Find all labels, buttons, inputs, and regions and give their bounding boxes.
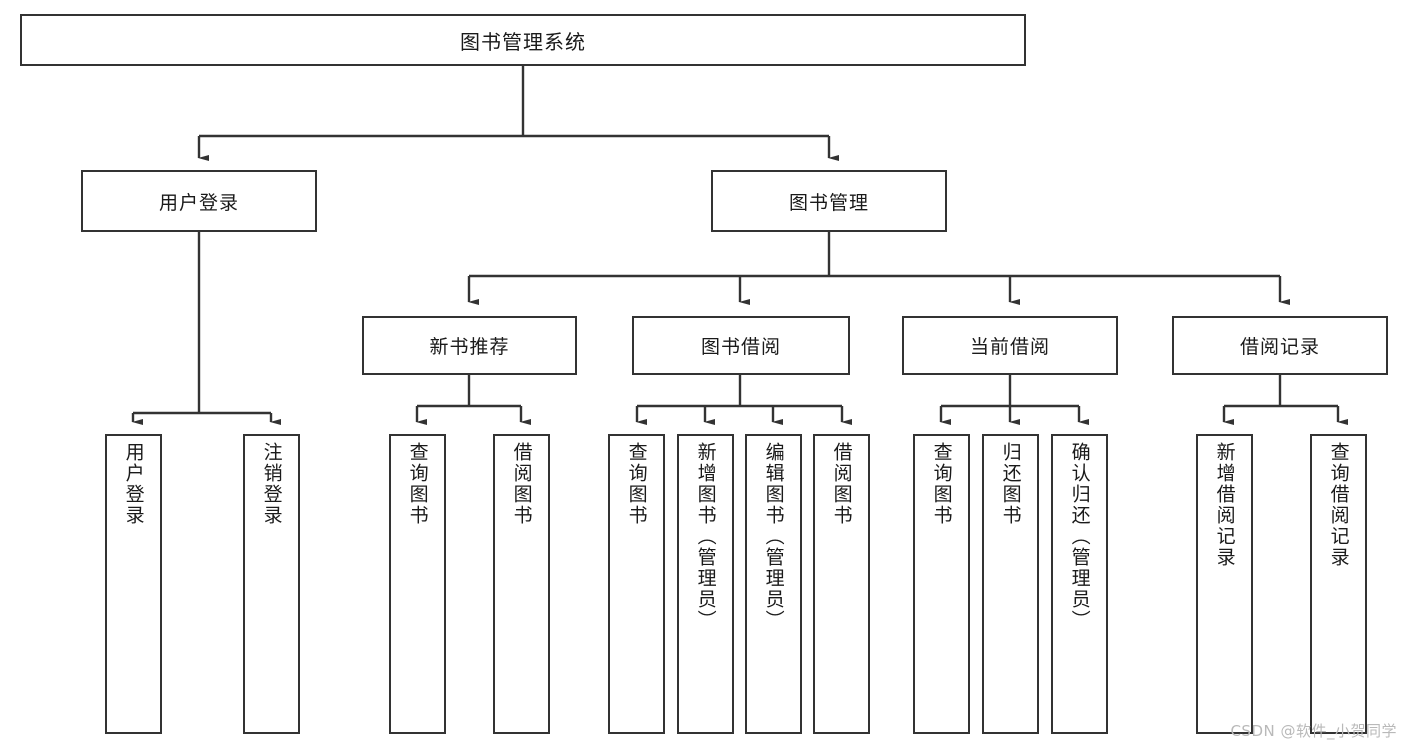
leaf-borrow-borrow-book[interactable]: 借阅图书 [813, 434, 870, 734]
node-user-login[interactable]: 用户登录 [81, 170, 317, 232]
node-label: 编辑图书（管理员） [762, 442, 785, 631]
leaf-record-add-borrow-record[interactable]: 新增借阅记录 [1196, 434, 1253, 734]
leaf-recommend-query-book[interactable]: 查询图书 [389, 434, 446, 734]
leaf-current-return-book[interactable]: 归还图书 [982, 434, 1039, 734]
node-label: 查询借阅记录 [1327, 442, 1350, 568]
node-label: 新书推荐 [429, 336, 510, 358]
node-label: 用户登录 [122, 442, 145, 526]
leaf-user-login[interactable]: 用户登录 [105, 434, 162, 734]
node-label: 用户登录 [158, 191, 239, 214]
node-current-borrow[interactable]: 当前借阅 [902, 316, 1118, 375]
node-label: 归还图书 [999, 442, 1022, 526]
node-label: 新增借阅记录 [1213, 442, 1236, 568]
node-label: 确认归还（管理员） [1068, 442, 1091, 631]
node-label: 查询图书 [930, 442, 953, 526]
node-label: 当前借阅 [969, 336, 1050, 358]
leaf-borrow-edit-book-admin[interactable]: 编辑图书（管理员） [745, 434, 802, 734]
node-label: 借阅图书 [510, 442, 533, 526]
node-label: 查询图书 [406, 442, 429, 526]
node-label: 借阅图书 [830, 442, 853, 526]
node-label: 查询图书 [625, 442, 648, 526]
leaf-recommend-borrow-book[interactable]: 借阅图书 [493, 434, 550, 734]
node-label: 图书借阅 [700, 336, 781, 358]
leaf-record-query-borrow-record[interactable]: 查询借阅记录 [1310, 434, 1367, 734]
node-book-borrow[interactable]: 图书借阅 [632, 316, 850, 375]
node-label: 新增图书（管理员） [694, 442, 717, 631]
node-root-book-management-system[interactable]: 图书管理系统 [20, 14, 1026, 66]
node-label: 图书管理系统 [460, 29, 586, 54]
leaf-current-confirm-return-admin[interactable]: 确认归还（管理员） [1051, 434, 1108, 734]
leaf-borrow-add-book-admin[interactable]: 新增图书（管理员） [677, 434, 734, 734]
node-new-book-recommend[interactable]: 新书推荐 [362, 316, 577, 375]
leaf-current-query-book[interactable]: 查询图书 [913, 434, 970, 734]
node-label: 借阅记录 [1239, 336, 1320, 358]
leaf-borrow-query-book[interactable]: 查询图书 [608, 434, 665, 734]
leaf-user-logout[interactable]: 注销登录 [243, 434, 300, 734]
node-borrow-record[interactable]: 借阅记录 [1172, 316, 1388, 375]
node-label: 图书管理 [788, 191, 869, 214]
node-label: 注销登录 [260, 442, 283, 526]
node-book-management[interactable]: 图书管理 [711, 170, 947, 232]
